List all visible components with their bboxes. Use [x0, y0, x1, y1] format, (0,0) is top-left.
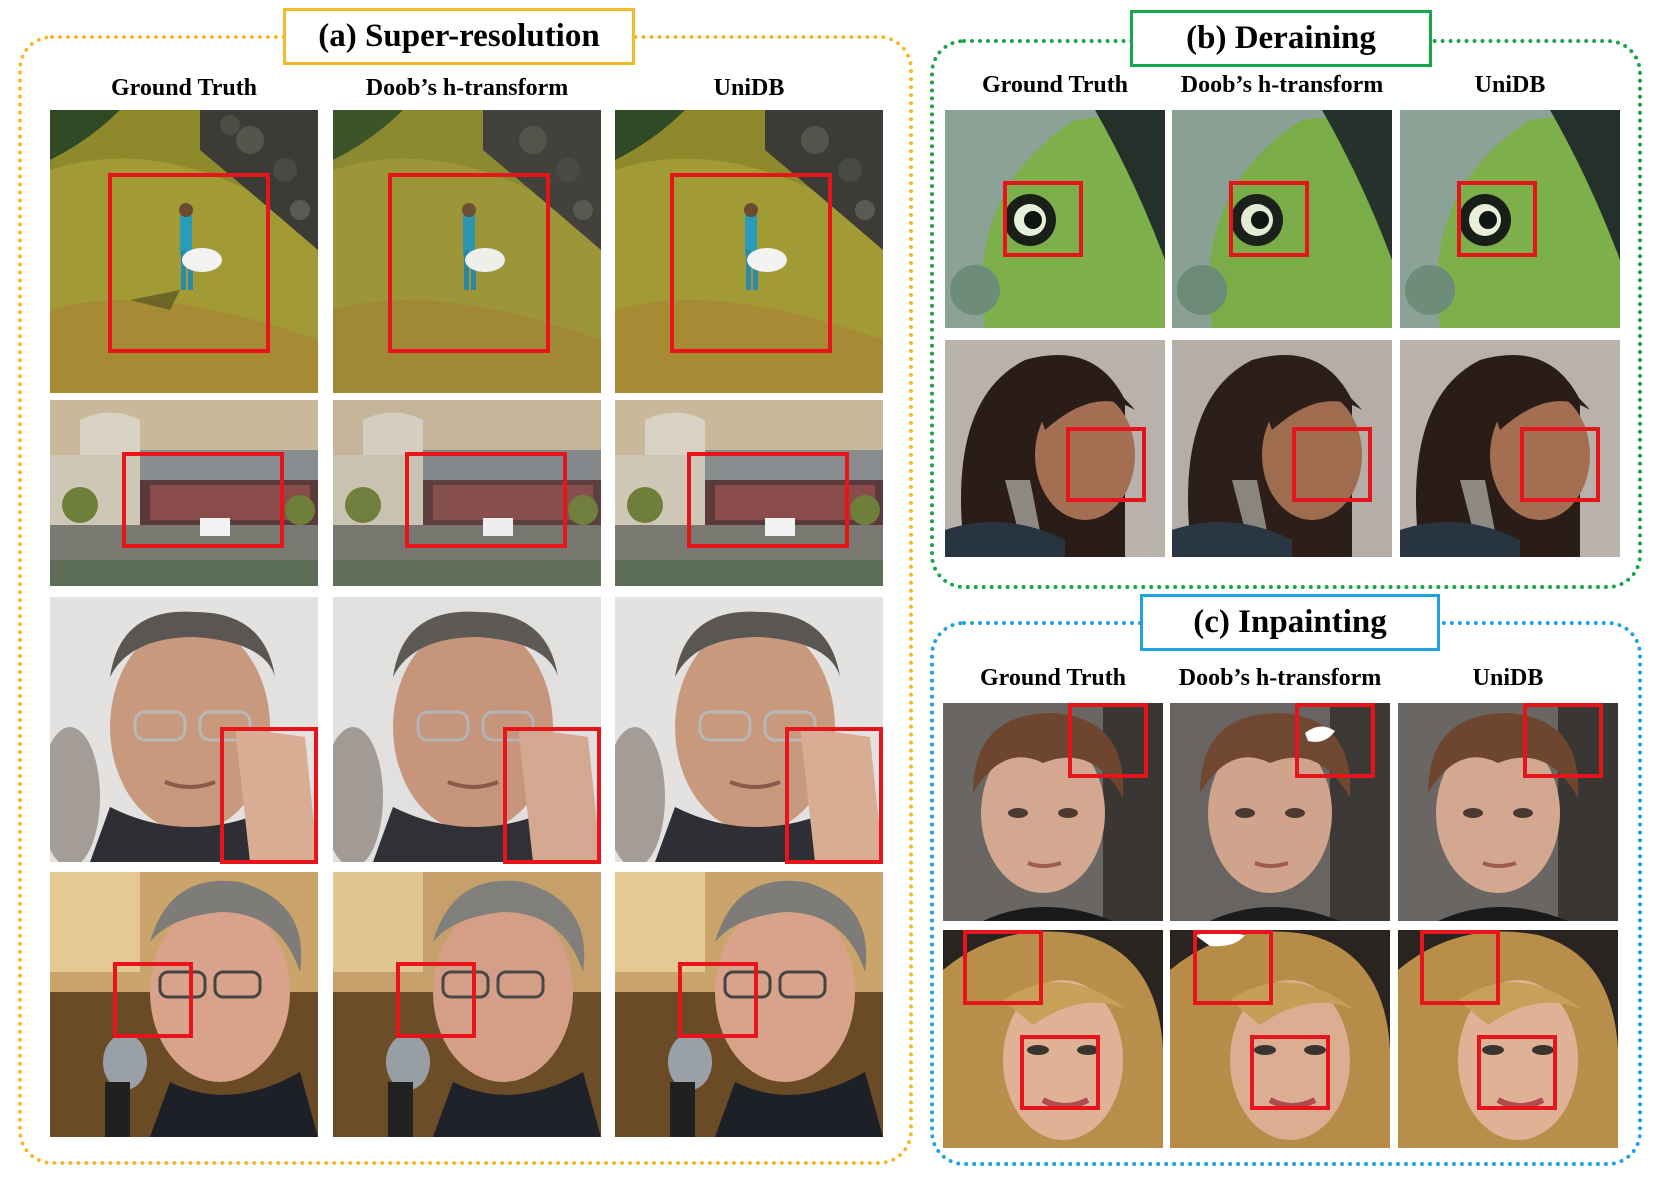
sr-row3-unidb-image	[615, 597, 883, 862]
sr-row4-doob-zoom-box	[396, 962, 476, 1038]
sr-col-doob: Doob’s h-transform	[365, 75, 569, 101]
ip-col-doob: Doob’s h-transform	[1178, 665, 1382, 691]
ip-row2-doob-image	[1170, 930, 1390, 1148]
dr-row2-unidb-image	[1400, 340, 1620, 557]
dr-row1-unidb-image	[1400, 110, 1620, 328]
ip-row2-doob-zoom-box-2	[1250, 1035, 1330, 1110]
sr-row2-ground-truth-zoom-box	[122, 452, 284, 548]
sr-row2-unidb-zoom-box	[687, 452, 849, 548]
ip-row1-ground-truth-zoom-box	[1068, 703, 1148, 778]
ip-row2-unidb-zoom-box-2	[1477, 1035, 1557, 1110]
sr-row1-ground-truth-image	[50, 110, 318, 393]
ip-row1-doob-image	[1170, 703, 1390, 921]
sr-row3-doob-zoom-box	[503, 727, 601, 864]
sr-row2-doob-zoom-box	[405, 452, 567, 548]
sr-row4-unidb-zoom-box	[678, 962, 758, 1038]
ip-col-unidb: UniDB	[1472, 665, 1544, 691]
ip-row2-unidb-image	[1398, 930, 1618, 1148]
dr-row2-ground-truth-zoom-box	[1066, 427, 1146, 502]
dr-col-doob: Doob’s h-transform	[1180, 72, 1384, 98]
sr-row1-unidb-zoom-box	[670, 173, 832, 353]
ip-row1-unidb-image	[1398, 703, 1618, 921]
sr-row1-ground-truth-zoom-box	[108, 173, 270, 353]
dr-col-ground-truth: Ground Truth	[981, 72, 1129, 98]
dr-row2-ground-truth-image	[945, 340, 1165, 557]
sr-row1-doob-image	[333, 110, 601, 393]
dr-row1-ground-truth-zoom-box	[1003, 181, 1083, 257]
dr-row1-doob-zoom-box	[1229, 181, 1309, 257]
deraining-title: (b) Deraining	[1130, 10, 1432, 67]
sr-row3-unidb-zoom-box	[785, 727, 883, 864]
sr-row3-ground-truth-image	[50, 597, 318, 862]
sr-row2-doob-image	[333, 400, 601, 586]
ip-row1-ground-truth-image	[943, 703, 1163, 921]
ip-col-ground-truth: Ground Truth	[979, 665, 1127, 691]
dr-row2-unidb-zoom-box	[1520, 427, 1600, 502]
ip-row2-doob-zoom-box	[1193, 930, 1273, 1005]
ip-row2-unidb-zoom-box	[1420, 930, 1500, 1005]
sr-row1-unidb-image	[615, 110, 883, 393]
dr-row1-unidb-zoom-box	[1457, 181, 1537, 257]
sr-row1-doob-zoom-box	[388, 173, 550, 353]
dr-row2-doob-image	[1172, 340, 1392, 557]
sr-col-ground-truth: Ground Truth	[110, 75, 258, 101]
sr-row4-doob-image	[333, 872, 601, 1137]
ip-row1-doob-zoom-box	[1295, 703, 1375, 778]
super-resolution-title: (a) Super-resolution	[283, 8, 635, 65]
sr-col-unidb: UniDB	[713, 75, 785, 101]
sr-row4-ground-truth-zoom-box	[113, 962, 193, 1038]
dr-row1-ground-truth-image	[945, 110, 1165, 328]
ip-row1-unidb-zoom-box	[1523, 703, 1603, 778]
sr-row2-ground-truth-image	[50, 400, 318, 586]
sr-row4-ground-truth-image	[50, 872, 318, 1137]
dr-row2-doob-zoom-box	[1292, 427, 1372, 502]
dr-col-unidb: UniDB	[1474, 72, 1546, 98]
ip-row2-ground-truth-zoom-box-2	[1020, 1035, 1100, 1110]
inpainting-title: (c) Inpainting	[1140, 594, 1440, 651]
dr-row1-doob-image	[1172, 110, 1392, 328]
sr-row3-ground-truth-zoom-box	[220, 727, 318, 864]
ip-row2-ground-truth-zoom-box	[963, 930, 1043, 1005]
